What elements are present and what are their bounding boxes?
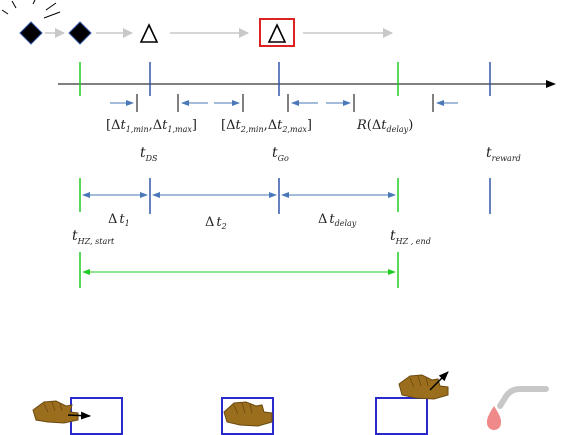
- hand-icon: [398, 374, 449, 400]
- time-label-reward: treward: [486, 145, 521, 163]
- motion-arrow: [67, 411, 91, 420]
- triangle-icon: [139, 23, 159, 43]
- hand-exit-panel: [375, 371, 449, 435]
- hand-enter-panel: [32, 397, 123, 435]
- range-label-dt2: [Δt2,min,Δt2,max]: [221, 118, 312, 134]
- reward-panel: [486, 386, 549, 430]
- drop-icon: [486, 406, 502, 430]
- hold-zone-span: [79, 252, 399, 288]
- hand-hold-panel: [221, 397, 274, 435]
- range-markers: [110, 94, 458, 112]
- time-label-go: tGo: [272, 145, 289, 163]
- stimulus-sequence: [1, 0, 393, 47]
- hold-zone-box: [221, 397, 274, 435]
- diamond-icon: [68, 21, 92, 45]
- spout-icon: [497, 386, 549, 409]
- triangle-icon: [267, 23, 287, 43]
- range-label-dt1: [Δt1,min,Δt1,max]: [106, 118, 197, 134]
- time-axis: [58, 62, 556, 96]
- hand-icon: [223, 401, 273, 427]
- hand-icon: [32, 400, 79, 424]
- time-label-ds: tDS: [140, 145, 158, 163]
- go-cue-highlight-box: [259, 18, 295, 47]
- time-label-hz-end: tHZ , end: [390, 228, 431, 246]
- range-label-delay: R(Δtdelay): [356, 118, 413, 134]
- time-label-hz-start: tHZ, start: [72, 228, 115, 246]
- diamond-icon: [19, 21, 43, 45]
- motion-arrow: [429, 371, 449, 391]
- interval-row: [79, 178, 491, 214]
- hold-zone-box: [375, 397, 428, 435]
- flash-rays: [1, 0, 61, 19]
